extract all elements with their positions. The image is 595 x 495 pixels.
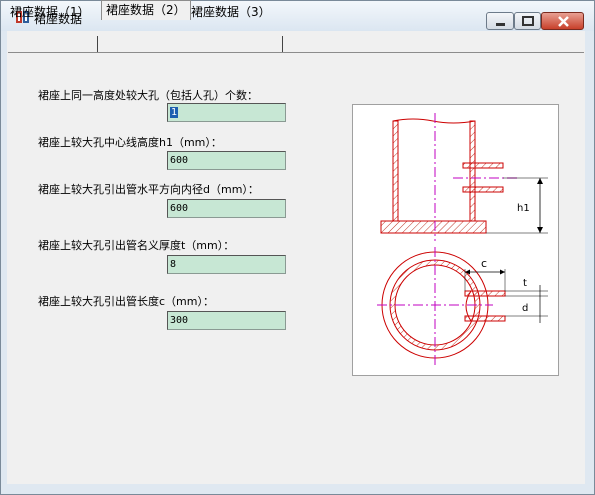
hole-height-input[interactable]: 600	[167, 151, 286, 170]
d-dimension-label: d	[522, 303, 528, 314]
title-bar[interactable]: 裙座数据	[1, 1, 594, 31]
tab-separator	[97, 36, 98, 52]
hole-count-label: 裙座上同一高度处较大孔（包括人孔）个数：	[38, 89, 258, 102]
tab-1[interactable]: 裙座数据（1）	[10, 5, 90, 19]
tab-2[interactable]: 裙座数据（2）	[101, 0, 191, 20]
pipe-length-label: 裙座上较大孔引出管长度c（mm）：	[38, 295, 214, 308]
tab-separator	[282, 36, 283, 52]
t-dimension-label: t	[523, 278, 527, 289]
plan-view: c t d	[377, 247, 548, 365]
pipe-length-input[interactable]: 300	[167, 311, 286, 330]
pipe-thickness-input[interactable]: 8	[167, 255, 286, 274]
minimize-button[interactable]	[486, 12, 514, 30]
pipe-diameter-label: 裙座上较大孔引出管水平方向内径d（mm）：	[38, 183, 259, 196]
app-icon	[16, 11, 29, 23]
tab-panel	[8, 52, 584, 482]
maximize-icon	[522, 16, 534, 26]
close-icon	[558, 16, 569, 27]
elevation-view: h1	[380, 113, 548, 241]
maximize-button[interactable]	[514, 12, 541, 30]
window-title: 裙座数据	[34, 12, 83, 26]
tab-3[interactable]: 裙座数据（3）	[191, 5, 271, 19]
pipe-diameter-input[interactable]: 600	[167, 199, 286, 218]
hole-count-input[interactable]: 1	[167, 103, 286, 122]
skirt-diagram: h1 c t d	[352, 104, 559, 376]
hole-count-value: 1	[170, 107, 179, 118]
h1-dimension-label: h1	[517, 203, 530, 214]
pipe-thickness-label: 裙座上较大孔引出管名义厚度t（mm）：	[38, 239, 235, 252]
close-button[interactable]	[541, 12, 584, 30]
hole-height-label: 裙座上较大孔中心线高度h1（mm）：	[38, 136, 222, 149]
skirt-drawing: h1 c t d	[377, 113, 548, 365]
c-dimension-label: c	[481, 257, 487, 270]
minimize-icon	[496, 23, 505, 26]
